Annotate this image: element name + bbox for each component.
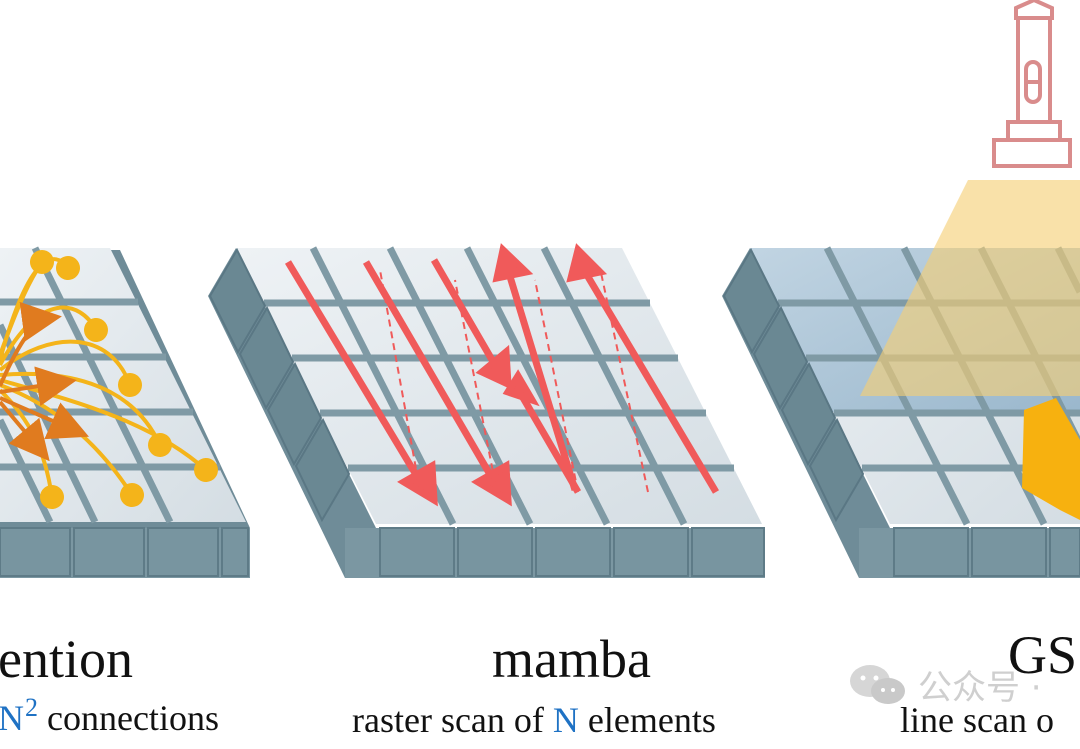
scan-arrow: [1022, 398, 1080, 520]
mamba-subtitle: raster scan of N elements: [352, 702, 716, 738]
attention-var: N: [0, 698, 24, 738]
mamba-var: N: [552, 700, 579, 740]
gs-title: GS: [1008, 625, 1078, 685]
attention-title: ention: [0, 629, 133, 689]
wechat-icon: [850, 664, 905, 704]
attention-grid: [0, 246, 250, 578]
mamba-grid: [208, 243, 765, 578]
attention-sup: 2: [25, 693, 38, 722]
mamba-sub-post: elements: [578, 700, 716, 740]
watermark: 公众号 ·: [848, 660, 1042, 709]
light-beam: [860, 180, 1080, 396]
watermark-text: 公众号 ·: [918, 668, 1042, 708]
gs-subtitle: line scan o: [900, 700, 1054, 740]
attention-sub-post: connections: [38, 698, 219, 738]
gs-grid: [722, 0, 1080, 578]
attention-subtitle: N2 connections: [0, 695, 219, 738]
mamba-sub-pre: raster scan of: [352, 700, 553, 740]
lamp-icon: [992, 0, 1072, 168]
mamba-title: mamba: [492, 629, 651, 689]
